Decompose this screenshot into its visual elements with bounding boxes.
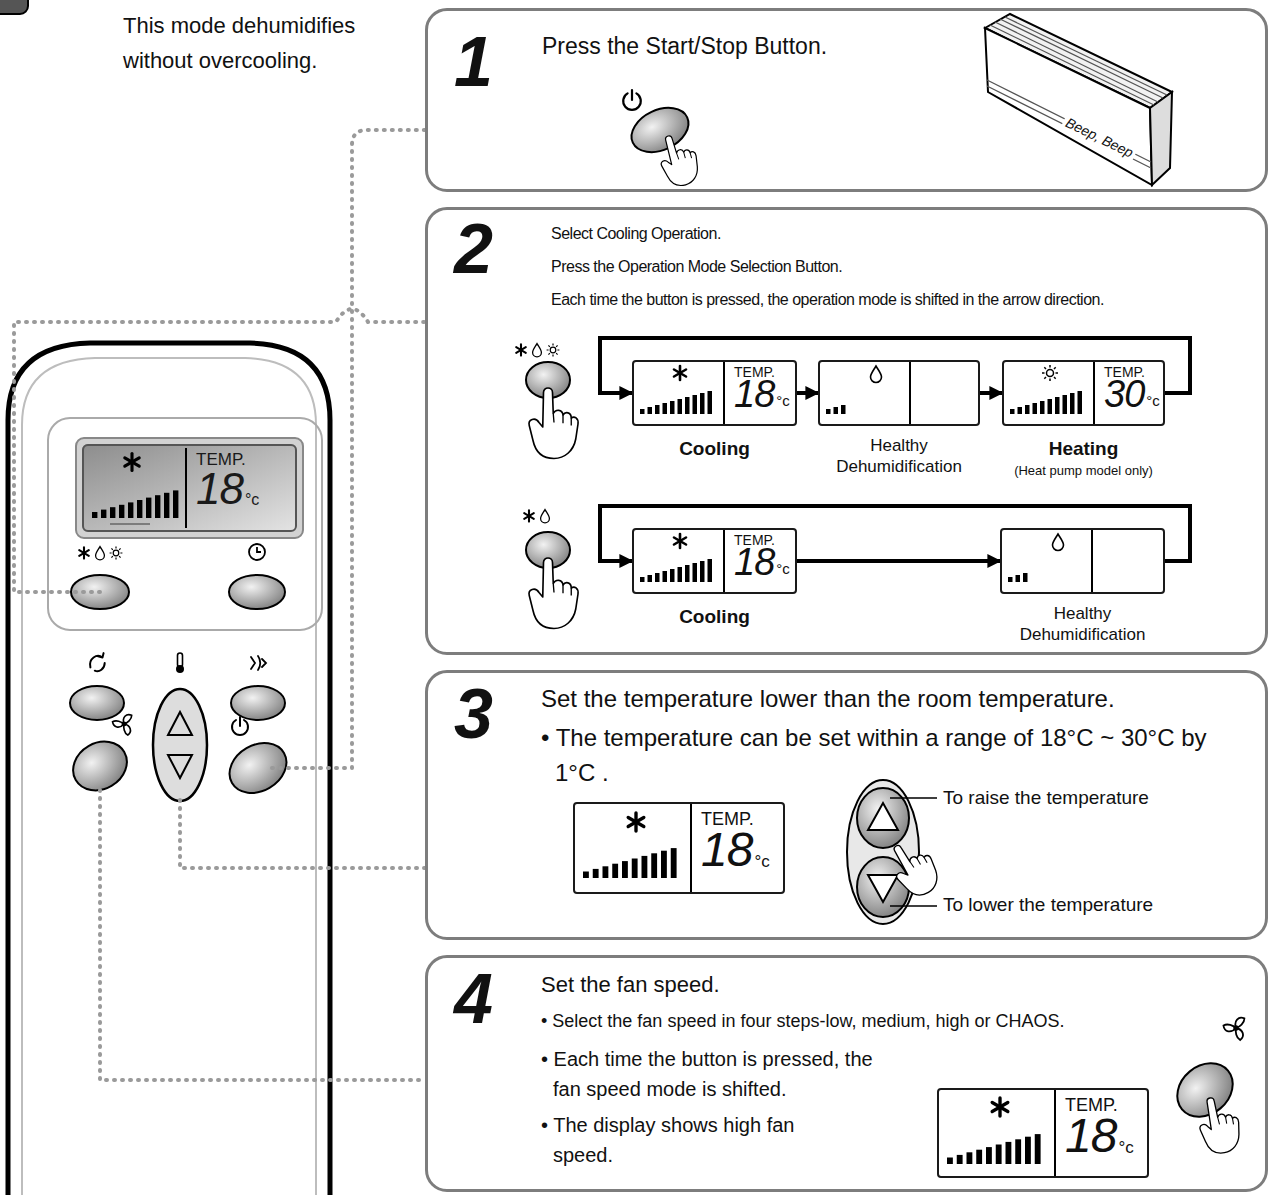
mode-caption: Healthy Dehumidification (1003, 603, 1163, 646)
text-slot: Healthy Dehumidification (1003, 603, 1163, 646)
mode-cycle-arrow (797, 391, 818, 395)
lcd-unit: °c (776, 560, 790, 578)
remote-lcd: TEMP.18°c (82, 444, 297, 532)
instruction-text: Set the fan speed. (541, 972, 1241, 998)
text-slot: 18 (734, 543, 774, 581)
lcd-display: TEMP.30°cHeating(Heat pump model only) (1002, 360, 1165, 426)
text-slot: Heating (994, 438, 1174, 461)
lcd-unit: °c (754, 852, 769, 872)
text-slot: • Select the fan speed in four steps-low… (541, 1008, 1261, 1035)
mode-caption: Cooling (625, 606, 805, 629)
lcd-digits: 18 (1065, 1112, 1116, 1160)
instruction-text: Select Cooling Operation. (551, 224, 1266, 243)
lcd-display: TEMP.18°cCooling (632, 528, 797, 594)
step-panel: TEMP.18°c 4 Set the fan speed. • Select the… (425, 955, 1268, 1192)
text-slot: 1 (454, 27, 493, 97)
lcd-display: TEMP.18°c (573, 802, 785, 894)
step-number: 3 (454, 679, 493, 749)
text-slot: Cooling (625, 438, 805, 461)
text-slot: To raise the temperature (943, 787, 1149, 810)
text-slot: • Each time the button is pressed, the f… (541, 1044, 886, 1104)
text-slot: Set the temperature lower than the room … (541, 685, 1251, 714)
step-number: 4 (454, 964, 493, 1034)
text-slot: • The display shows high fan speed. (541, 1110, 836, 1170)
text-slot: °c (776, 560, 790, 578)
text-slot: Select Cooling Operation. (551, 224, 1266, 243)
text-slot: • The temperature can be set within a ra… (541, 721, 1221, 791)
step-number: 2 (454, 214, 493, 284)
mode-caption: Cooling (625, 438, 805, 461)
text-slot: Press the Operation Mode Selection Butto… (551, 257, 1266, 276)
text-slot: °c (1118, 1138, 1133, 1158)
text-slot: 3 (454, 679, 493, 749)
text-slot: To lower the temperature (943, 894, 1153, 917)
step-number: 1 (454, 27, 493, 97)
mode-cycle-arrow (600, 506, 1190, 561)
lcd-digits: 18 (734, 543, 774, 581)
instruction-text: Set the temperature lower than the room … (541, 685, 1251, 714)
text-slot: Set the fan speed. (541, 972, 1241, 998)
instruction-text: • The temperature can be set within a ra… (541, 721, 1221, 791)
text-slot: °c (754, 852, 769, 872)
intro-note: This mode dehumidifies without overcooli… (123, 8, 408, 78)
text-slot: Beep, Beep (1060, 112, 1139, 164)
text-slot: °c (776, 392, 790, 410)
lcd-unit: °c (776, 392, 790, 410)
lcd-unit: °c (1146, 392, 1160, 410)
lcd-unit: °c (245, 490, 259, 509)
step-panel: 1 Press the Start/Stop Button. (425, 8, 1268, 192)
text-slot: Press the Start/Stop Button. (542, 33, 827, 61)
mode-caption: Healthy Dehumidification (819, 435, 979, 478)
lcd-unit: °c (1118, 1138, 1133, 1158)
text-slot: 18 (196, 467, 243, 511)
text-slot: 30 (1104, 375, 1144, 413)
lcd-digits: 18 (734, 375, 774, 413)
callout-label: To lower the temperature (943, 894, 1153, 917)
mode-caption: Heating (994, 438, 1174, 461)
instruction-text: • Select the fan speed in four steps-low… (541, 1008, 1261, 1035)
lcd-digits: 18 (196, 467, 243, 511)
text-slot: Cooling (625, 606, 805, 629)
lcd-display: Healthy Dehumidification (1000, 528, 1165, 594)
step-panel: TEMP.18°cCoolingHealthy Dehumidification… (425, 207, 1268, 655)
instruction-text: Press the Start/Stop Button. (542, 33, 827, 61)
text-slot: °c (245, 490, 259, 509)
instruction-text: Press the Operation Mode Selection Butto… (551, 257, 1266, 276)
text-slot: Each time the button is pressed, the ope… (551, 290, 1266, 309)
mode-cycle-arrow (600, 338, 1190, 393)
lcd-digits: 18 (701, 826, 752, 874)
text-slot: 2 (454, 214, 493, 284)
text-slot: Healthy Dehumidification (819, 435, 979, 478)
lcd-digits: 30 (1104, 375, 1144, 413)
lcd-display: Healthy Dehumidification (818, 360, 980, 426)
sound-label: Beep, Beep (1060, 112, 1139, 164)
text-slot: 18 (1065, 1112, 1116, 1160)
instruction-text: • The display shows high fan speed. (541, 1110, 836, 1170)
text-slot: °c (1146, 392, 1160, 410)
text-slot: 18 (701, 826, 752, 874)
instruction-text: • Each time the button is pressed, the f… (541, 1044, 886, 1104)
mode-cycle-arrow (797, 559, 1000, 563)
mode-caption: (Heat pump model only) (984, 463, 1184, 479)
instruction-text: Each time the button is pressed, the ope… (551, 290, 1266, 309)
text-slot: 18 (734, 375, 774, 413)
text-slot: This mode dehumidifies without overcooli… (123, 8, 408, 78)
mode-cycle-arrow (980, 391, 1002, 395)
text-slot: 4 (454, 964, 493, 1034)
lcd-display: TEMP.18°c (937, 1088, 1149, 1178)
lcd-display: TEMP.18°cCooling (632, 360, 797, 426)
text-slot: (Heat pump model only) (984, 463, 1184, 479)
callout-label: To raise the temperature (943, 787, 1149, 810)
